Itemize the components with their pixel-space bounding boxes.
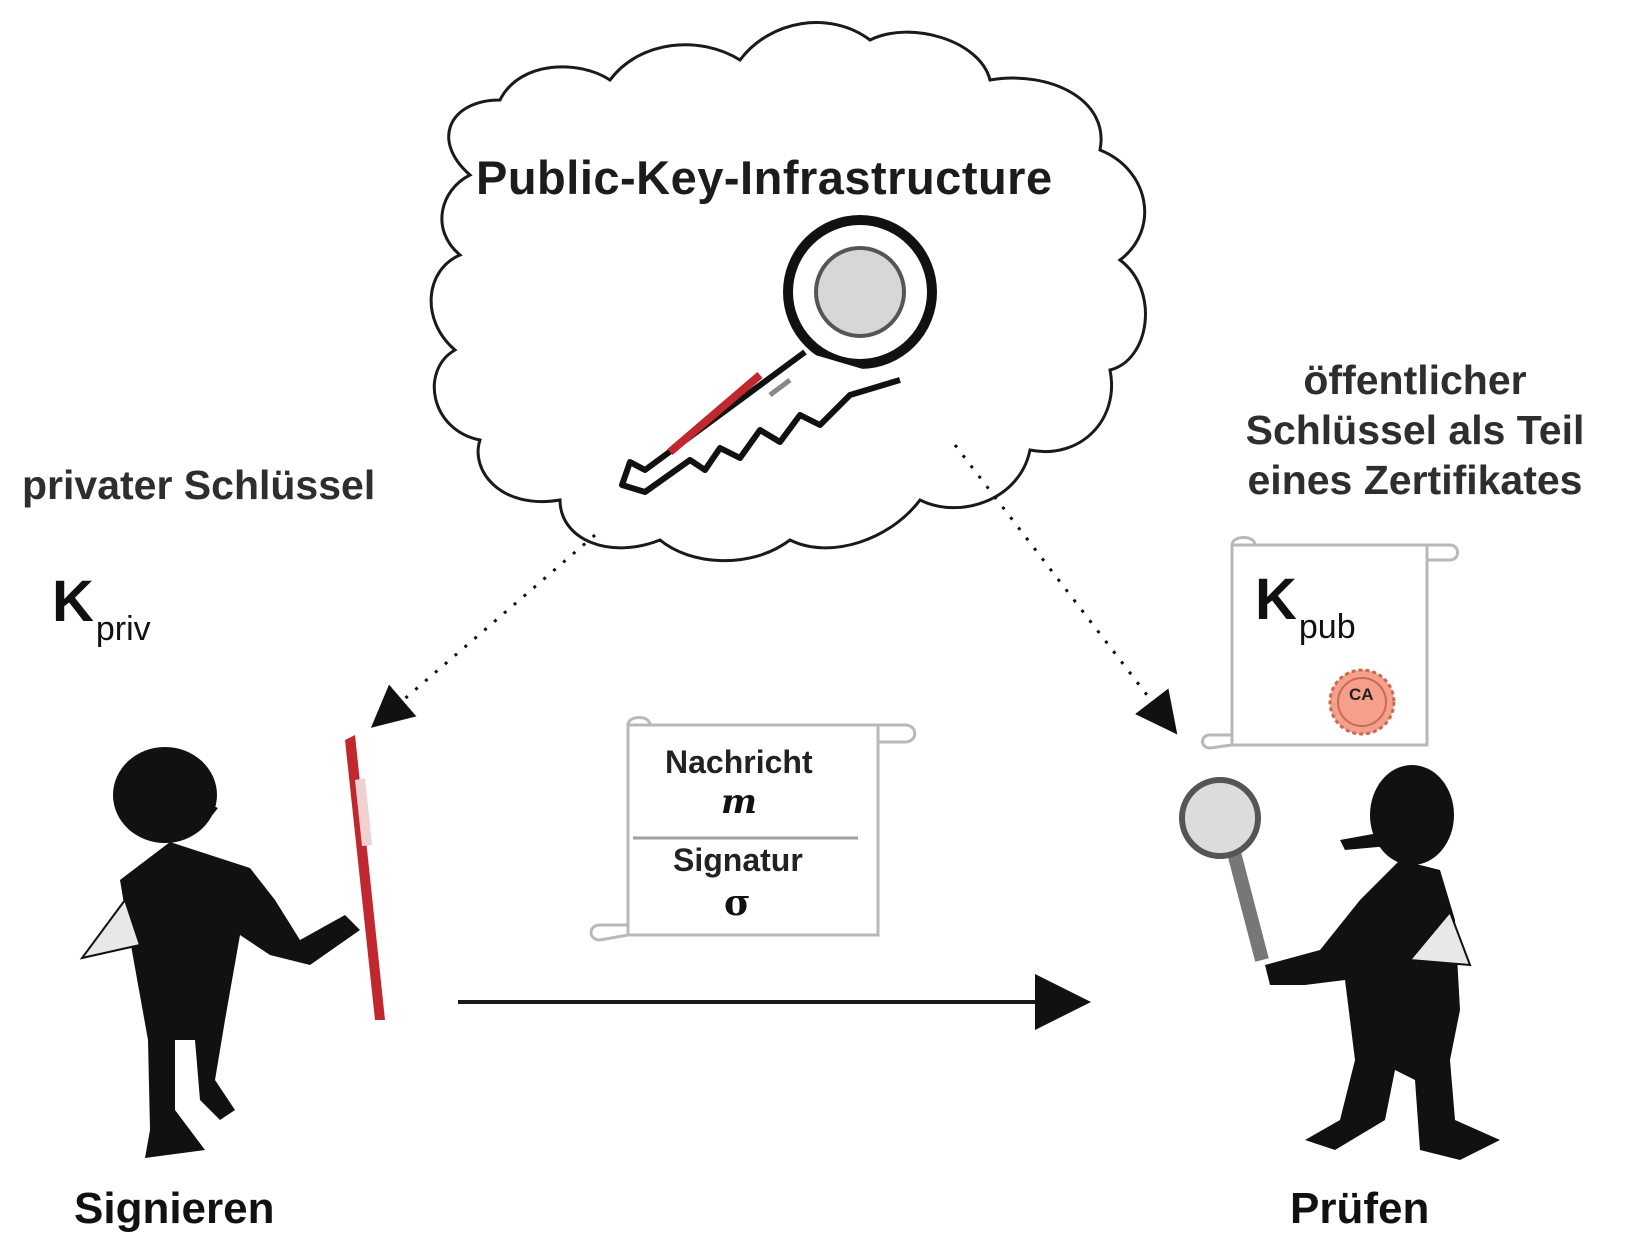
private-key-distribution-arrow <box>370 533 596 728</box>
public-key-label-line: öffentlicher <box>1303 357 1527 403</box>
private-key-label: privater Schlüssel <box>22 462 376 508</box>
message-symbol: m <box>721 782 757 822</box>
signer-label: Signieren <box>74 1184 275 1233</box>
ca-seal-icon <box>1328 668 1396 736</box>
private-key-symbol-base: K <box>52 569 94 634</box>
public-key-subscript: pub <box>1298 607 1356 646</box>
signer-figure <box>79 735 385 1158</box>
signature-symbol: σ <box>724 882 751 924</box>
verifier-label: Prüfen <box>1290 1184 1430 1233</box>
certificate-scroll <box>1201 536 1459 750</box>
public-key-symbol-base: K <box>1255 567 1297 632</box>
public-key-label-line: Schlüssel als Teil <box>1245 407 1585 453</box>
signature-label: Signatur <box>673 842 803 878</box>
ca-seal-text: CA <box>1349 685 1374 704</box>
pki-title: Public-Key-Infrastructure <box>476 151 1053 204</box>
message-scroll <box>589 716 917 942</box>
private-key-subscript: priv <box>95 609 151 648</box>
key-icon <box>619 215 937 495</box>
private-key-symbol: Kpriv <box>52 568 151 648</box>
message-label: Nachricht <box>665 744 813 780</box>
public-key-distribution-arrow <box>953 444 1178 735</box>
public-key-symbol: Kpub <box>1255 566 1356 646</box>
public-key-label: öffentlicher Schlüssel als Teil eines Ze… <box>1210 355 1620 505</box>
verifier-figure <box>1265 765 1500 1160</box>
magnifying-glass-icon <box>1179 777 1269 962</box>
public-key-label-line: eines Zertifikates <box>1247 457 1583 503</box>
